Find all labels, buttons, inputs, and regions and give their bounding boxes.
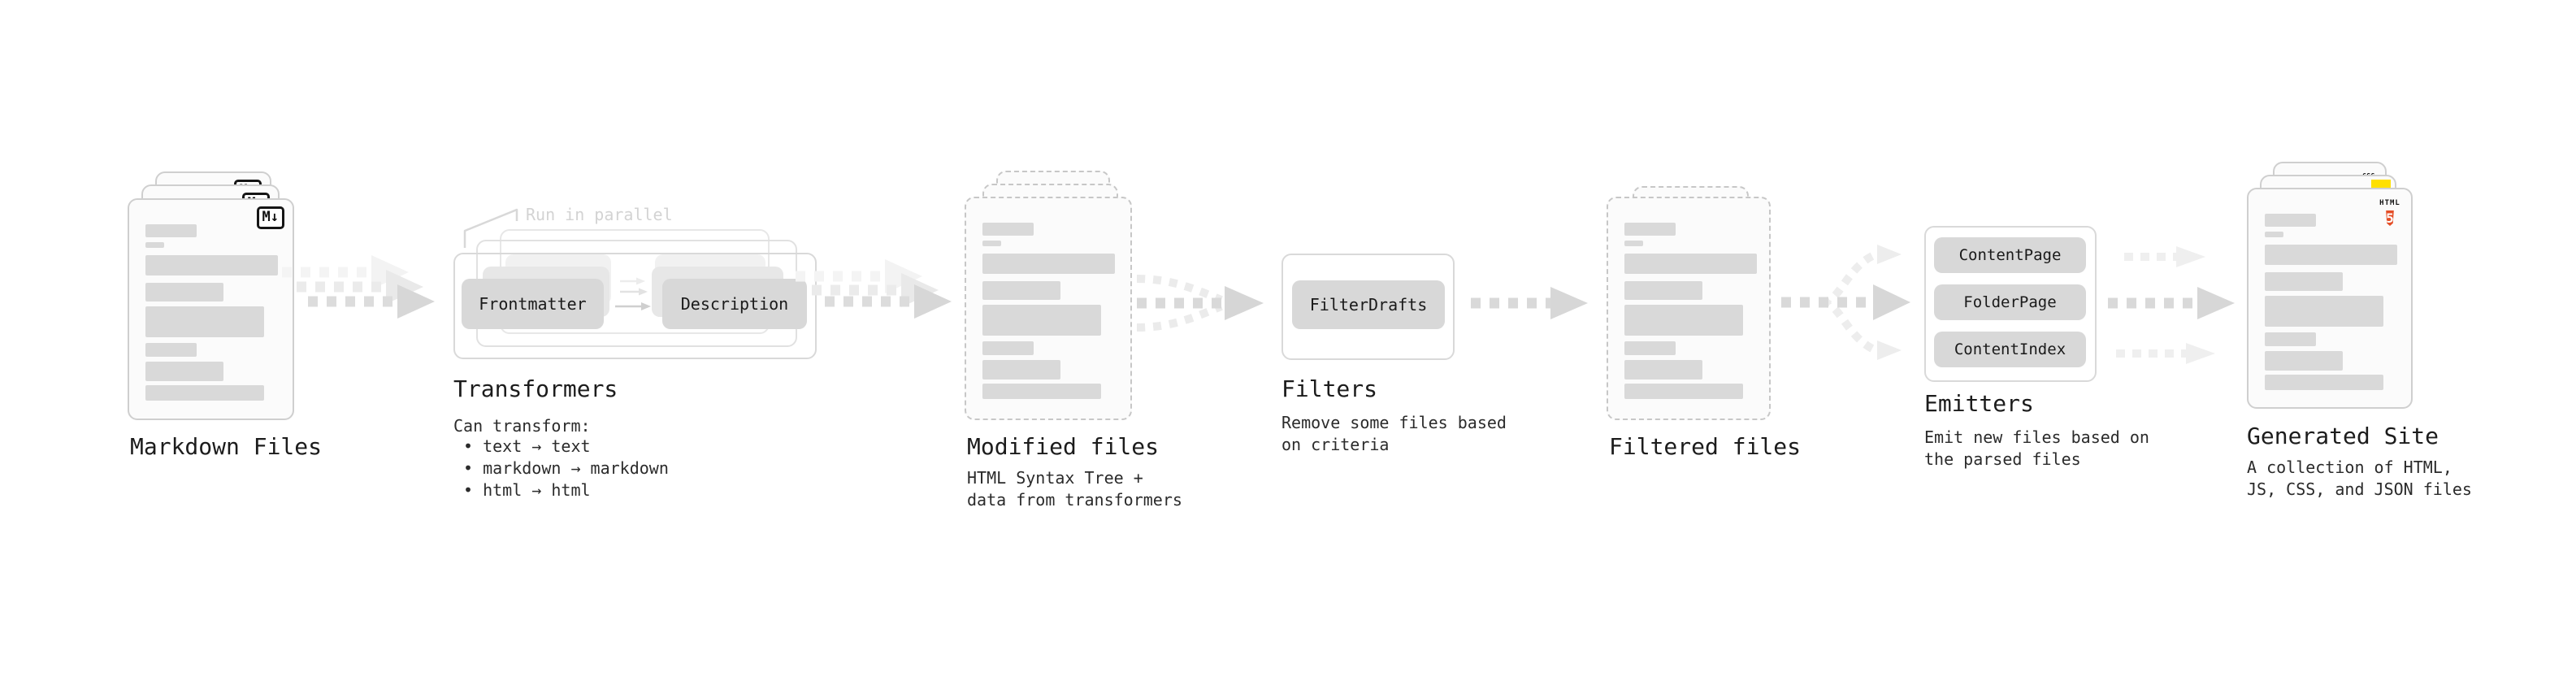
filters-desc: on criteria xyxy=(1281,435,1390,454)
stage-title-transformers: Transformers xyxy=(453,375,618,402)
filtered-sheet-front xyxy=(1607,197,1771,420)
text-line-bar xyxy=(982,281,1060,300)
text-line-bar xyxy=(1624,305,1743,336)
text-line-bar xyxy=(2265,332,2316,346)
markdown-sheet-front: M↓ xyxy=(128,198,294,420)
transformers-bullet: • text → text xyxy=(463,436,591,456)
text-line-bar xyxy=(982,341,1034,355)
filters-desc: Remove some files based xyxy=(1281,413,1507,432)
text-line-bar xyxy=(145,255,278,275)
parallel-step-arrows xyxy=(615,277,651,310)
text-line-bar xyxy=(1624,254,1757,274)
stage-title-generated-site: Generated Site xyxy=(2247,423,2439,449)
flow-arrow-modified-to-filters xyxy=(1136,275,1264,332)
transformers-bullet: • markdown → markdown xyxy=(463,458,669,478)
emitter-box-contentpage: ContentPage xyxy=(1934,237,2086,273)
text-line-bar xyxy=(145,343,197,357)
text-line-bar xyxy=(2265,351,2343,371)
text-line-bar xyxy=(145,283,223,301)
stage-title-modified-files: Modified files xyxy=(967,433,1160,460)
filter-box-filterdrafts: FilterDrafts xyxy=(1292,280,1445,329)
transformers-bullet: • html → html xyxy=(463,480,591,500)
text-line-bar xyxy=(982,241,1001,246)
text-line-bar xyxy=(982,360,1060,380)
flow-arrow-filters-to-filtered xyxy=(1471,287,1588,319)
text-line-bar xyxy=(145,224,197,237)
text-line-bar xyxy=(982,254,1115,274)
transformers-desc-heading: Can transform: xyxy=(453,416,591,436)
text-line-bar xyxy=(2265,245,2397,265)
transformer-box-frontmatter: Frontmatter xyxy=(462,279,604,329)
flow-arrow-filtered-to-emitters xyxy=(1781,245,1910,360)
generated-site-desc: JS, CSS, and JSON files xyxy=(2247,479,2472,499)
text-line-bar xyxy=(1624,341,1676,355)
text-line-bar xyxy=(2265,214,2316,227)
text-line-bar xyxy=(982,384,1101,399)
stage-title-filtered-files: Filtered files xyxy=(1609,433,1802,460)
filters-card xyxy=(1281,254,1455,360)
annotation-leader-line xyxy=(463,208,518,248)
flow-arrow-transformers-to-modified xyxy=(825,284,952,319)
generated-sheet-html: HTML 5 xyxy=(2247,188,2413,409)
text-line-bar xyxy=(145,362,223,381)
text-line-bar xyxy=(1624,281,1702,300)
emitter-box-folderpage: FolderPage xyxy=(1934,284,2086,320)
text-line-bar xyxy=(2265,232,2283,237)
emitters-desc: Emit new files based on xyxy=(1924,427,2149,447)
text-line-bar xyxy=(1624,384,1743,399)
text-line-bar xyxy=(2265,272,2343,291)
emitters-card xyxy=(1924,226,2097,382)
modified-files-desc: data from transformers xyxy=(967,490,1182,510)
text-line-bar xyxy=(145,385,264,401)
flow-arrow-emitter-bottom xyxy=(2116,343,2215,364)
emitters-desc: the parsed files xyxy=(1924,449,2081,469)
flow-arrow-markdown-to-transformers xyxy=(308,284,435,319)
text-line-bar xyxy=(1624,241,1643,246)
transformer-box-description: Description xyxy=(662,279,807,329)
run-in-parallel-note: Run in parallel xyxy=(526,205,673,224)
stage-title-emitters: Emitters xyxy=(1924,390,2034,417)
flow-arrow-echo-mid xyxy=(297,270,423,304)
text-line-bar xyxy=(2265,375,2383,390)
text-line-bar xyxy=(145,242,164,248)
stage-title-markdown-files: Markdown Files xyxy=(130,433,323,460)
markdown-icon: M↓ xyxy=(256,206,284,229)
stage-title-filters: Filters xyxy=(1281,375,1378,402)
flow-arrow-emitter-top xyxy=(2124,246,2205,267)
generated-site-desc: A collection of HTML, xyxy=(2247,458,2452,477)
text-line-bar xyxy=(982,305,1101,336)
text-line-bar xyxy=(1624,360,1702,380)
modified-sheet-front xyxy=(965,197,1132,420)
text-line-bar xyxy=(2265,296,2383,327)
html5-logo-icon: HTML 5 xyxy=(2379,199,2400,226)
text-line-bar xyxy=(1624,223,1676,236)
transformer-card-front xyxy=(453,253,817,359)
text-line-bar xyxy=(982,223,1034,236)
modified-files-desc: HTML Syntax Tree + xyxy=(967,468,1143,488)
flow-arrow-emitters-to-generated xyxy=(2108,287,2235,319)
emitter-box-contentindex: ContentIndex xyxy=(1934,332,2086,367)
text-line-bar xyxy=(145,306,264,337)
